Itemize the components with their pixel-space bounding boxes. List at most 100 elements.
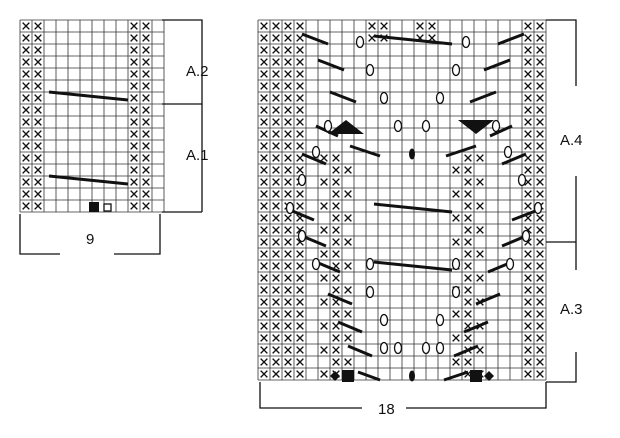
filled-oval-icon [409,148,415,160]
bracket-a4-top [546,19,577,86]
x-mark-icon [130,190,138,198]
x-mark-icon [332,202,340,210]
oval-icon [311,257,321,271]
oval-icon [435,313,445,327]
x-mark-icon [524,106,532,114]
x-mark-icon [464,238,472,246]
x-mark-icon [284,142,292,150]
x-mark-icon [130,118,138,126]
x-mark-icon [142,94,150,102]
x-mark-icon [524,202,532,210]
x-mark-icon [476,250,484,258]
x-mark-icon [260,118,268,126]
x-mark-icon [142,202,150,210]
x-mark-icon [272,310,280,318]
x-mark-icon [22,118,30,126]
x-mark-icon [524,82,532,90]
x-mark-icon [34,166,42,174]
x-mark-icon [22,202,30,210]
x-mark-icon [296,310,304,318]
x-mark-icon [130,82,138,90]
x-mark-icon [284,322,292,330]
x-mark-icon [22,190,30,198]
x-mark-icon [260,226,268,234]
bracket-width-9-right [114,214,161,255]
x-mark-icon [34,94,42,102]
x-mark-icon [296,34,304,42]
x-mark-icon [260,298,268,306]
x-mark-icon [464,178,472,186]
diagonal-bar-icon [317,58,345,72]
oval-icon [297,229,307,243]
x-mark-icon [344,190,352,198]
x-mark-icon [452,190,460,198]
x-mark-icon [296,46,304,54]
x-mark-icon [272,202,280,210]
grid-lines [257,19,547,381]
x-mark-icon [320,298,328,306]
x-mark-icon [536,238,544,246]
x-mark-icon [260,274,268,282]
x-mark-icon [284,118,292,126]
x-mark-icon [332,334,340,342]
diamond-icon [330,371,340,381]
x-mark-icon [536,334,544,342]
x-mark-icon [22,70,30,78]
x-mark-icon [284,226,292,234]
x-mark-icon [320,322,328,330]
x-mark-icon [142,106,150,114]
oval-icon [365,285,375,299]
x-mark-icon [296,118,304,126]
x-mark-icon [524,322,532,330]
x-mark-icon [524,346,532,354]
oval-icon [421,341,431,355]
diagonal-bar-icon [489,124,513,138]
x-mark-icon [320,178,328,186]
x-mark-icon [272,286,280,294]
x-mark-icon [260,322,268,330]
x-mark-icon [22,106,30,114]
x-mark-icon [272,22,280,30]
x-mark-icon [524,22,532,30]
oval-icon [421,119,431,133]
diagonal-bar-icon [453,344,479,358]
oval-icon [435,91,445,105]
diagonal-bar-icon [445,144,477,158]
x-mark-icon [452,238,460,246]
x-mark-icon [332,238,340,246]
x-mark-icon [536,274,544,282]
x-mark-icon [524,130,532,138]
x-mark-icon [332,322,340,330]
x-mark-icon [296,22,304,30]
x-mark-icon [464,214,472,222]
x-mark-icon [332,274,340,282]
x-mark-icon [130,58,138,66]
x-mark-icon [536,214,544,222]
x-mark-icon [536,22,544,30]
x-mark-icon [464,154,472,162]
x-mark-icon [34,106,42,114]
diagonal-bar-icon [48,90,129,102]
diagonal-bar-icon [327,292,353,306]
x-mark-icon [524,58,532,66]
diagonal-bar-icon [357,370,381,382]
x-mark-icon [272,34,280,42]
x-mark-icon [344,166,352,174]
triangle-icon [328,120,364,134]
x-mark-icon [296,70,304,78]
x-mark-icon [536,46,544,54]
x-mark-icon [452,334,460,342]
oval-icon [461,35,471,49]
x-mark-icon [332,190,340,198]
x-mark-icon [142,70,150,78]
oval-icon [517,173,527,187]
x-mark-icon [284,58,292,66]
x-mark-icon [536,190,544,198]
x-mark-icon [284,46,292,54]
x-mark-icon [34,82,42,90]
x-mark-icon [524,46,532,54]
x-mark-icon [368,22,376,30]
x-mark-icon [272,166,280,174]
x-mark-icon [260,82,268,90]
x-mark-icon [260,34,268,42]
